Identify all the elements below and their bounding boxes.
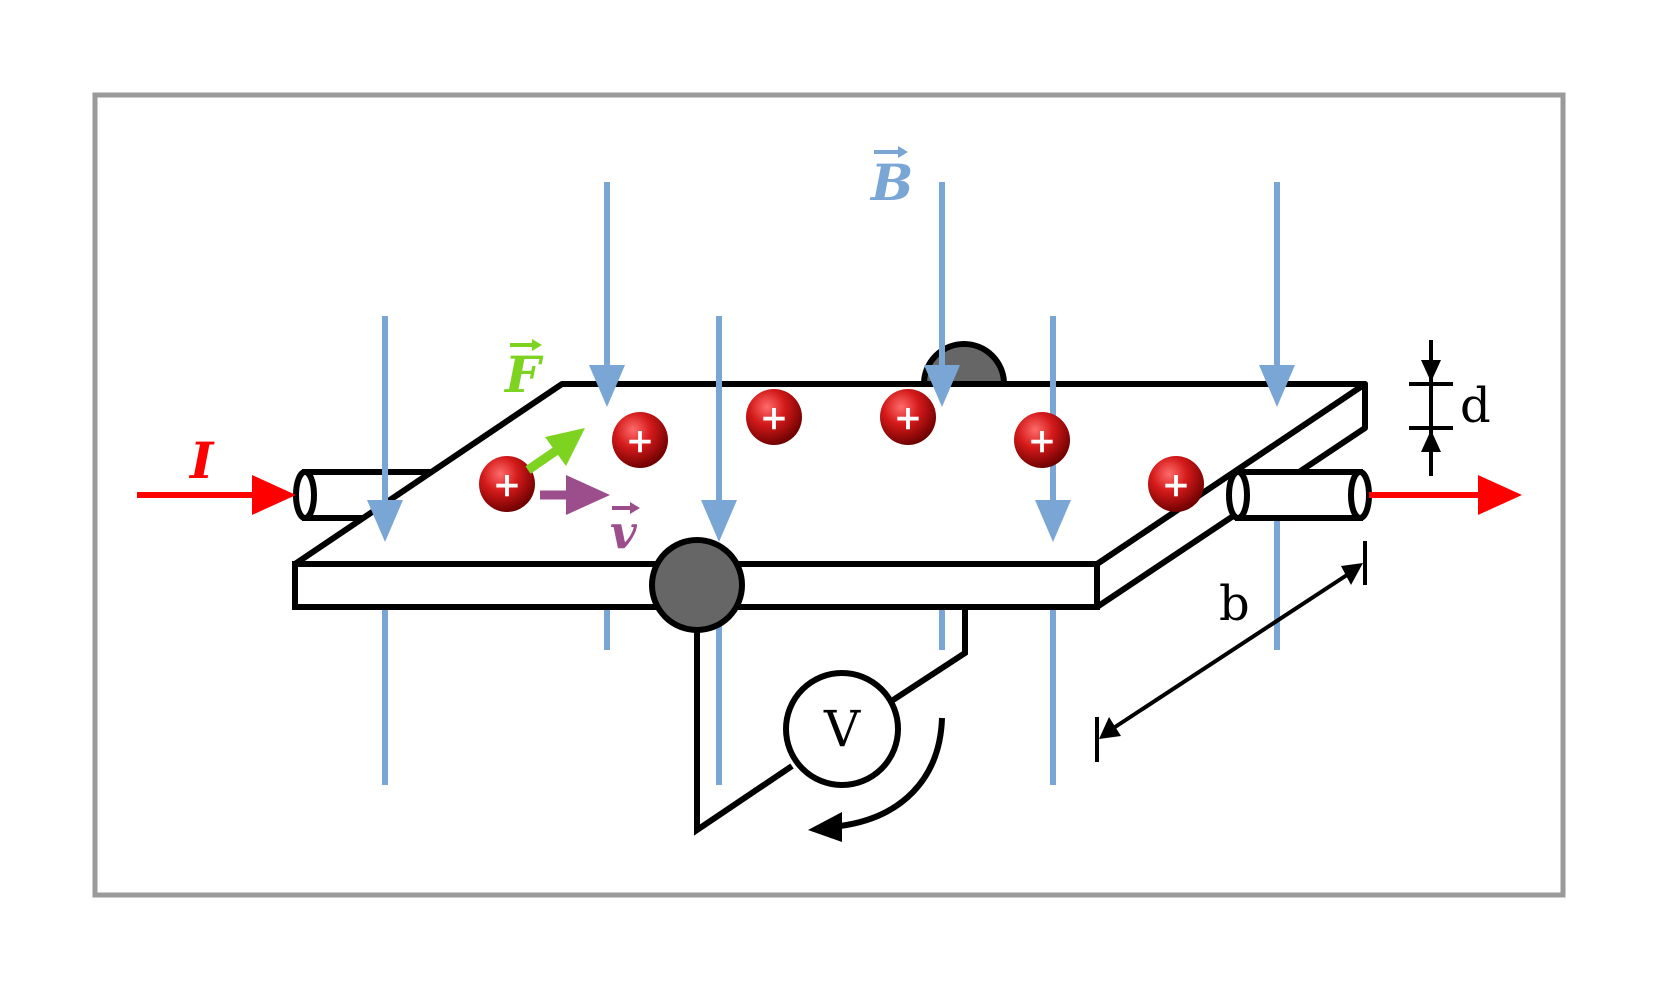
- thickness-label: d: [1460, 378, 1491, 434]
- field-arrowhead: [924, 365, 960, 407]
- width-label: b: [1219, 576, 1250, 632]
- voltmeter: V: [783, 670, 901, 788]
- charge: +: [1148, 456, 1204, 512]
- force-label-text: F: [503, 345, 544, 404]
- svg-text:+: +: [760, 398, 789, 438]
- field-arrowhead: [1259, 365, 1295, 407]
- field-arrowhead: [1035, 500, 1071, 542]
- right-lead: [1226, 469, 1372, 521]
- charges: + + + + + +: [479, 389, 1204, 512]
- charge: +: [612, 412, 668, 468]
- charge: +: [746, 389, 802, 445]
- velocity-label-text: v: [610, 505, 638, 559]
- field-lines-upper: [367, 182, 1295, 542]
- svg-text:+: +: [1162, 465, 1191, 505]
- velocity-arrow: [540, 475, 610, 515]
- velocity-label: v: [610, 502, 640, 559]
- voltmeter-label: V: [823, 700, 861, 758]
- width-dimension: [1095, 541, 1367, 762]
- svg-text:+: +: [894, 398, 923, 438]
- svg-text:+: +: [626, 421, 655, 461]
- force-arrow: [525, 428, 585, 474]
- field-label-text: B: [869, 153, 913, 212]
- current-label: I: [188, 431, 215, 490]
- field-arrowhead: [367, 500, 403, 542]
- front-contact: [649, 537, 745, 633]
- field-arrowhead: [589, 365, 625, 407]
- charge: +: [1014, 412, 1070, 468]
- force-label: F: [503, 339, 544, 404]
- charge: +: [479, 456, 535, 512]
- field-arrowhead: [701, 500, 737, 542]
- charge: +: [880, 389, 936, 445]
- svg-text:+: +: [1028, 421, 1057, 461]
- thickness-dimension: [1409, 340, 1453, 476]
- current-out-arrow: [1369, 475, 1522, 515]
- field-label: B: [869, 146, 913, 212]
- svg-text:+: +: [493, 465, 522, 505]
- field-lines-lower: [382, 520, 1280, 785]
- current-in-arrow: [137, 475, 296, 515]
- voltmeter-wires: [694, 607, 968, 836]
- voltage-direction-arrow: [808, 717, 945, 842]
